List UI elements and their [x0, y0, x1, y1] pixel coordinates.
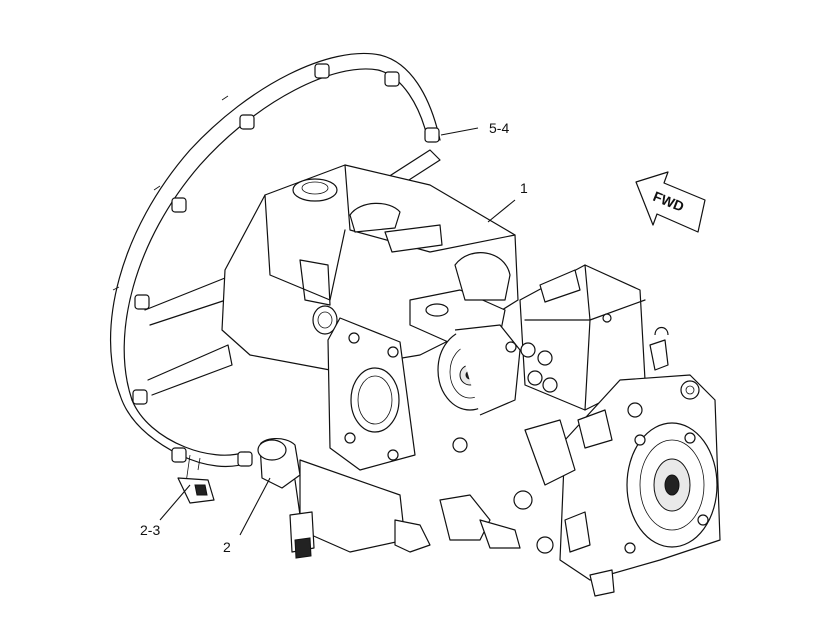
callout-1: 1: [520, 180, 528, 196]
leader-2: [239, 477, 271, 536]
speed-sensor-harness: [257, 438, 315, 559]
flange-bolts: [112, 63, 440, 467]
callout-2-3: 2-3: [140, 522, 160, 538]
leader-5-4: [440, 127, 479, 136]
leader-2-3: [159, 484, 191, 521]
bottom-fittings: [299, 419, 576, 554]
auxiliary-gear-pump: [437, 324, 521, 453]
callout-5-4: 5-4: [489, 120, 509, 136]
callout-2: 2: [223, 539, 231, 555]
harness-clip: [177, 477, 215, 504]
callout-leaders: [159, 127, 516, 536]
control-valve-block: [519, 264, 669, 411]
main-pump-body: [221, 164, 519, 471]
leader-1: [487, 199, 516, 223]
pump-regulator-housing: [559, 374, 721, 597]
forward-direction-arrow-icon: FWD: [635, 171, 706, 233]
